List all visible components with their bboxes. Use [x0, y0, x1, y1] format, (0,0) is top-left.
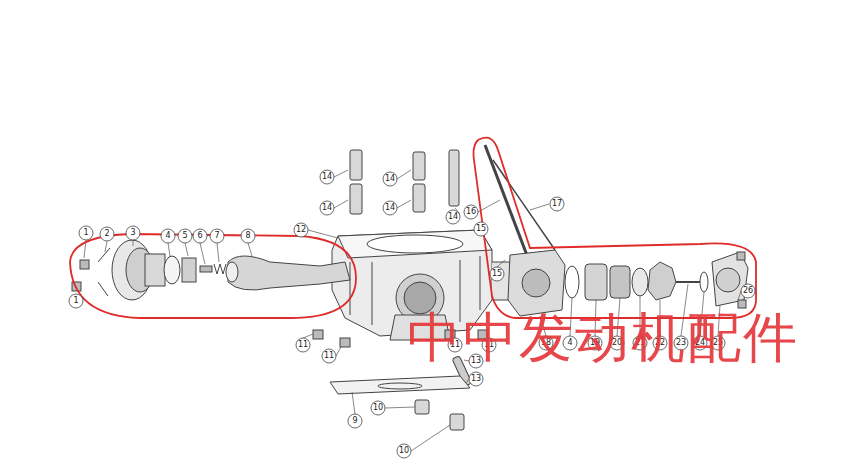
callout-circle: [296, 338, 310, 352]
callout-number: 4: [165, 232, 170, 240]
callout-circle: [100, 227, 114, 241]
callout-circle: [193, 229, 207, 243]
callout-number: 10: [399, 447, 409, 455]
callout-number: 14: [385, 204, 395, 212]
callout-circle: [490, 267, 504, 281]
callout-circle: [474, 222, 488, 236]
callout-circle: [550, 197, 564, 211]
callout-number: 15: [476, 225, 486, 233]
parts: [72, 145, 748, 430]
callout-circle: [294, 223, 308, 237]
callout-circle: [210, 229, 224, 243]
callout-number: 14: [322, 204, 332, 212]
callout-number: 10: [373, 404, 383, 412]
callout-number: 5: [182, 232, 187, 240]
callout-circle: [161, 229, 175, 243]
callout-number: 9: [352, 417, 357, 425]
callout-circle: [241, 229, 255, 243]
callout-number: 1: [73, 297, 78, 305]
callout-circle: [322, 349, 336, 363]
callout-number: 14: [385, 175, 395, 183]
callout-circle: [69, 294, 83, 308]
callout-circle: [320, 170, 334, 184]
callout-number: 3: [130, 229, 135, 237]
callout-number: 17: [552, 200, 562, 208]
callout-number: 14: [448, 213, 458, 221]
callout-number: 11: [298, 341, 308, 349]
callout-number: 6: [197, 232, 202, 240]
callout-circle: [126, 226, 140, 240]
callout-circle: [178, 229, 192, 243]
callout-number: 8: [245, 232, 250, 240]
callout-number: 2: [104, 230, 109, 238]
callout-circle: [397, 444, 411, 458]
callout-number: 15: [492, 270, 502, 278]
callout-circle: [371, 401, 385, 415]
watermark: 中中发动机配件: [407, 311, 799, 365]
callout-number: 13: [471, 375, 481, 383]
callout-number: 12: [296, 226, 306, 234]
callout-circle: [383, 172, 397, 186]
group-outline: [70, 138, 756, 318]
callout-number: 16: [466, 208, 476, 216]
callout-number: 1: [83, 229, 88, 237]
callout-circle: [464, 205, 478, 219]
callout-circle: [446, 210, 460, 224]
callout-circle: [320, 201, 334, 215]
callout-circle: [383, 201, 397, 215]
callout-number: 14: [322, 173, 332, 181]
callout-number: 26: [743, 287, 753, 295]
callout-circle: [79, 226, 93, 240]
callout-circle: [348, 414, 362, 428]
callout-circle: [741, 284, 755, 298]
callout-circle: [469, 372, 483, 386]
callout-number: 11: [324, 352, 334, 360]
callout-number: 7: [214, 232, 219, 240]
